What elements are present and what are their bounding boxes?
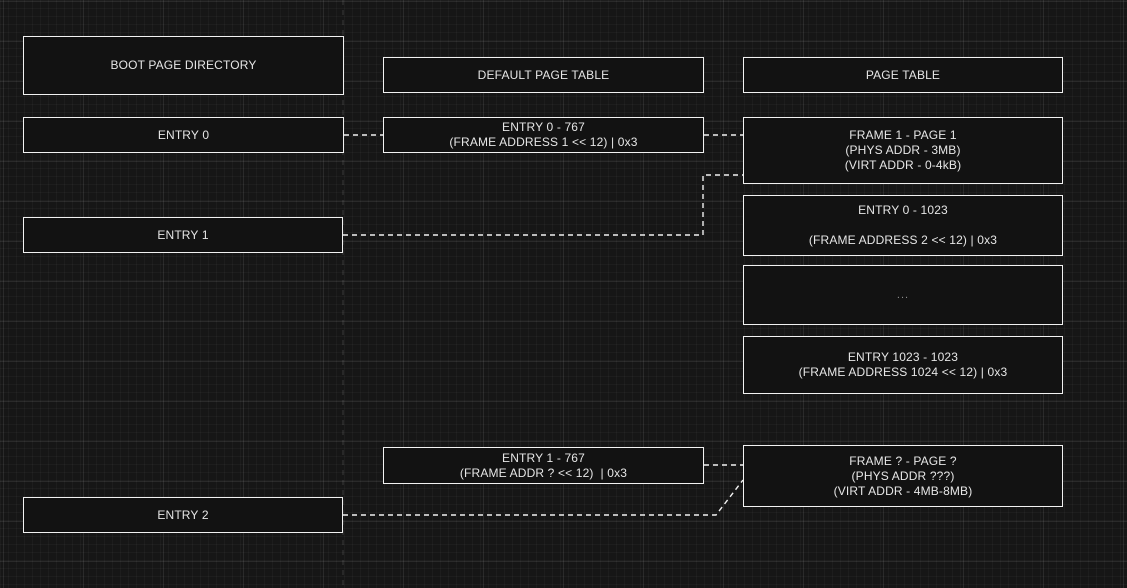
node-pt-ellipsis[interactable]: ... (743, 265, 1063, 325)
node-pt-entry-0[interactable]: ENTRY 0 - 1023 (FRAME ADDRESS 2 << 12) |… (743, 195, 1063, 256)
node-default-page-table[interactable]: DEFAULT PAGE TABLE (383, 57, 704, 93)
node-boot-page-directory[interactable]: BOOT PAGE DIRECTORY (23, 36, 344, 95)
node-line-2: (FRAME ADDRESS 2 << 12) | 0x3 (808, 233, 998, 247)
node-line-3: (VIRT ADDR - 0-4kB) (844, 158, 962, 172)
node-line-2: (FRAME ADDR ? << 12) | 0x3 (459, 465, 628, 480)
node-bpd-entry-2[interactable]: ENTRY 2 (23, 497, 343, 533)
edge-bpd-entry2-to-pt-frameq (343, 479, 744, 516)
node-line-1: ENTRY 0 - 767 (502, 120, 585, 134)
node-line-1: FRAME 1 - PAGE 1 (849, 128, 957, 142)
node-label: ENTRY 2 (157, 507, 209, 522)
node-label: DEFAULT PAGE TABLE (477, 67, 610, 82)
node-pt-frame-unknown[interactable]: FRAME ? - PAGE ? (PHYS ADDR ???) (VIRT A… (743, 445, 1063, 507)
node-page-table[interactable]: PAGE TABLE (743, 57, 1063, 93)
node-line-2: (PHYS ADDR - 3MB) (845, 143, 961, 157)
node-label: ENTRY 0 (157, 127, 210, 142)
node-line-1: ENTRY 1 - 767 (502, 450, 585, 465)
node-label: ENTRY 1 (157, 227, 209, 242)
edge-bpd-entry1-to-pt-frame1 (343, 174, 743, 236)
node-line-1: ENTRY 0 - 1023 (858, 203, 948, 217)
node-line-2: (FRAME ADDRESS 1024 << 12) | 0x3 (798, 365, 1008, 379)
node-bpd-entry-1[interactable]: ENTRY 1 (23, 217, 343, 253)
node-line-1: ENTRY 1023 - 1023 (847, 350, 959, 364)
node-line-2: (PHYS ADDR ???) (851, 468, 955, 483)
node-line-1: FRAME ? - PAGE ? (849, 453, 957, 468)
node-dpt-entry-0[interactable]: ENTRY 0 - 767 (FRAME ADDRESS 1 << 12) | … (383, 117, 704, 153)
node-label: BOOT PAGE DIRECTORY (110, 58, 257, 72)
node-line-2: (FRAME ADDRESS 1 << 12) | 0x3 (449, 135, 638, 149)
node-line-3: (VIRT ADDR - 4MB-8MB) (833, 483, 973, 498)
node-bpd-entry-0[interactable]: ENTRY 0 (23, 117, 344, 153)
node-pt-frame-1[interactable]: FRAME 1 - PAGE 1 (PHYS ADDR - 3MB) (VIRT… (743, 117, 1063, 184)
node-pt-entry-1023[interactable]: ENTRY 1023 - 1023 (FRAME ADDRESS 1024 <<… (743, 336, 1063, 394)
node-label: PAGE TABLE (865, 67, 941, 82)
node-dpt-entry-1[interactable]: ENTRY 1 - 767 (FRAME ADDR ? << 12) | 0x3 (383, 447, 704, 484)
node-label: ... (896, 288, 910, 301)
